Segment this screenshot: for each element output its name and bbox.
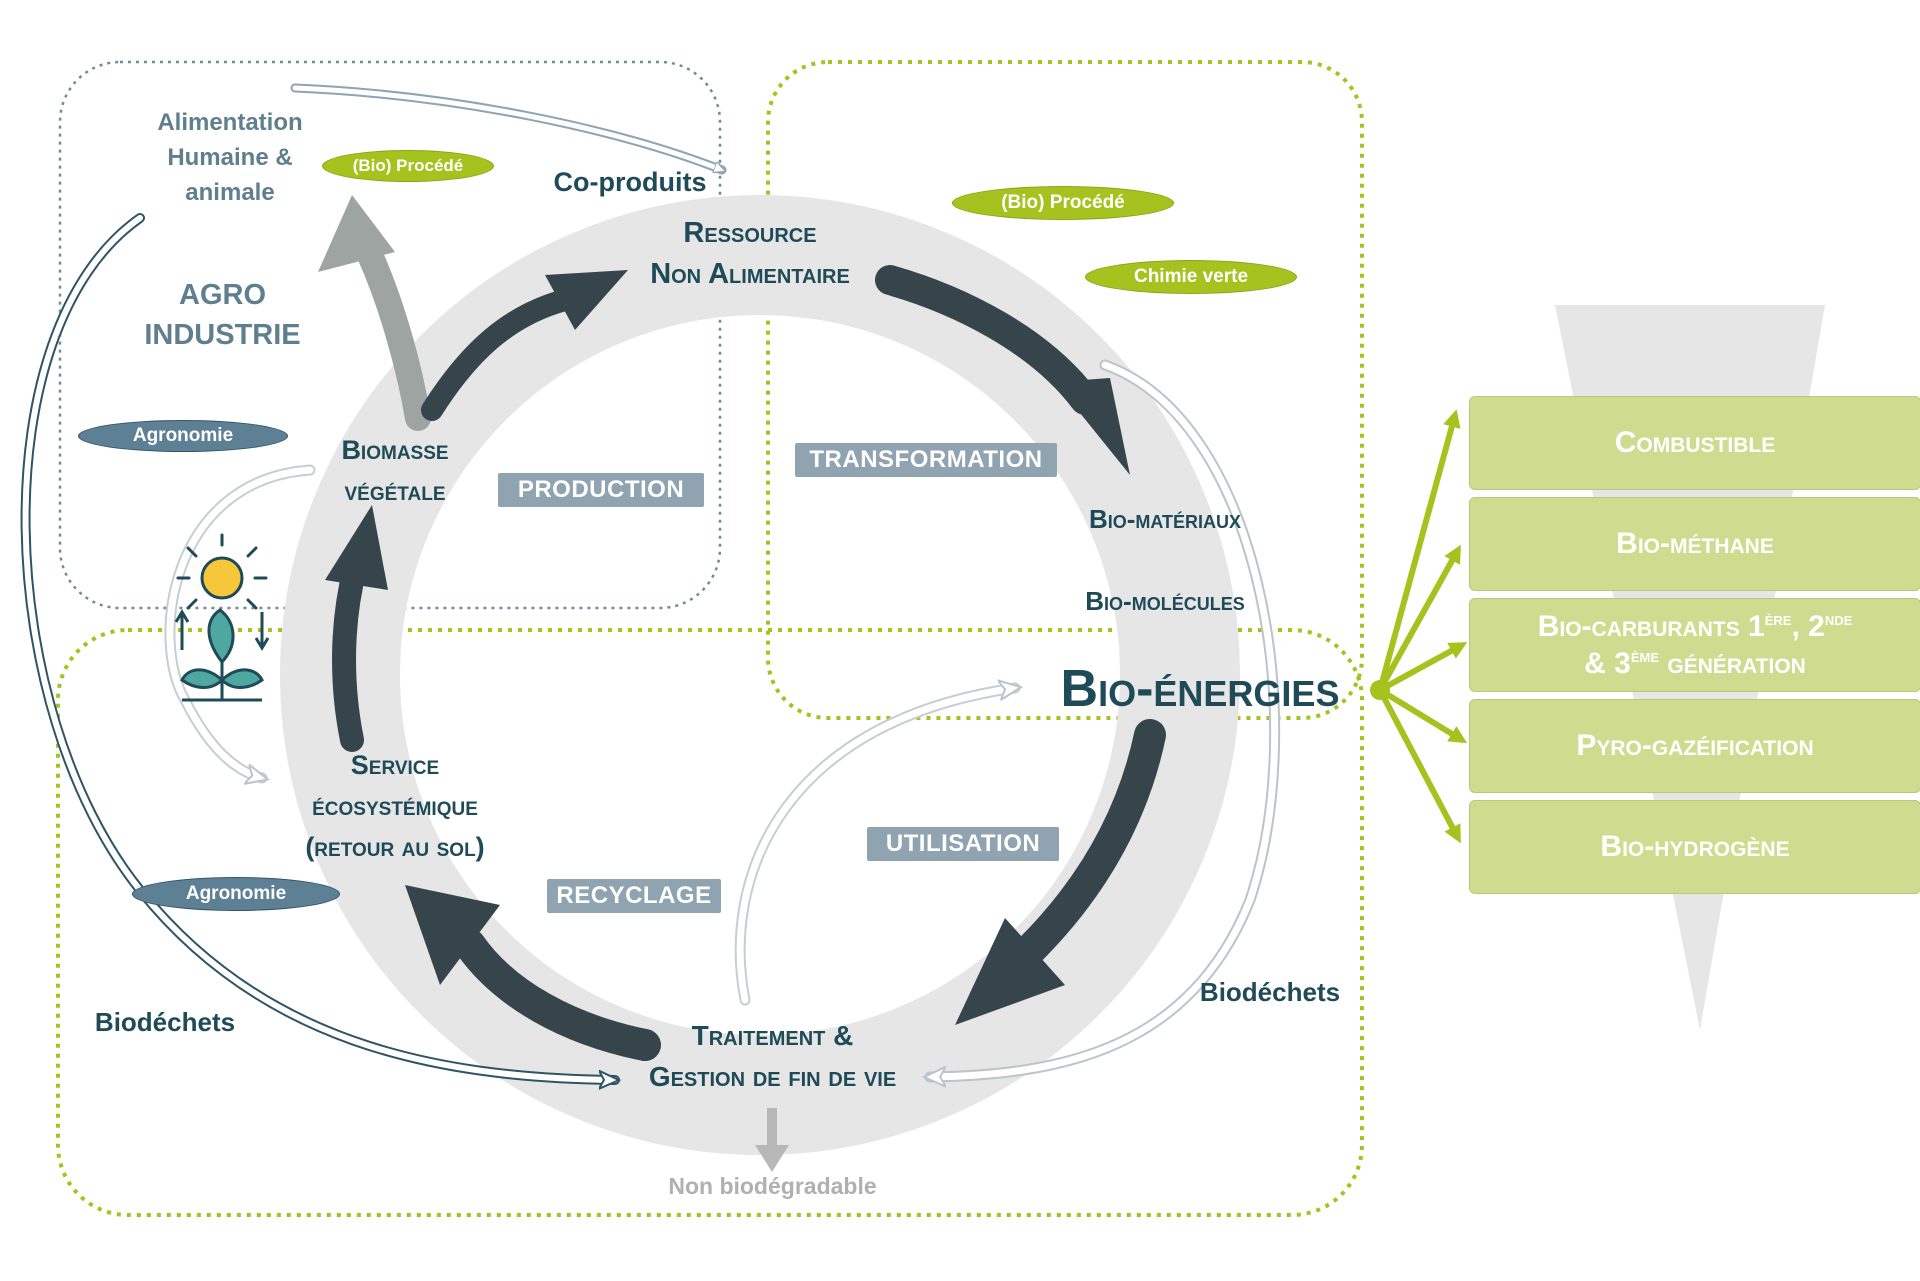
arrow-ressource-to-materiaux [875,265,1100,415]
biodechets-right-label: Biodéchets [1199,977,1341,1007]
biocarburants-mid: , 2 [1791,609,1825,643]
agronomie-pill-2: Agronomie [132,877,340,911]
arrow-traitement-to-service [454,929,661,1061]
chimie-verte-pill: Chimie verte [1085,260,1297,294]
bio-procede-pill-2: (Bio) Procédé [952,186,1174,220]
biocarburants-sup-2: nde [1824,608,1853,629]
biocarburants-sup-3: ème [1630,646,1660,666]
stage-utilisation: UTILISATION [867,827,1059,861]
biocarburants-line2a: & 3 [1584,647,1631,680]
biomasse-label: Biomasse végétale [341,435,449,506]
bio-procede-pill-1: (Bio) Procédé [322,150,494,182]
biodechets-left-label: Biodéchets [94,1007,236,1037]
output-bio-methane: Bio-méthane [1469,497,1920,591]
traitement-label: Traitement & Gestion de fin de vie [648,1020,897,1092]
output-pyro-gazeification: Pyro-gazéification [1469,699,1920,793]
sun-icon [176,533,268,610]
stage-transformation: TRANSFORMATION [795,443,1057,477]
agronomie-pill-1: Agronomie [78,420,288,452]
biocarburants-sup-1: ère [1764,608,1792,629]
co-produits-label: Co-produits [553,167,707,197]
bio-molecules-label: Bio-molécules [1085,586,1245,616]
biocarburants-line2b: génération [1659,647,1806,680]
alimentation-label: Alimentation Humaine & animale [157,109,303,206]
non-biodegradable-label: Non biodégradable [668,1173,877,1199]
bio-materiaux-label: Bio-matériaux [1088,504,1242,534]
stage-production: PRODUCTION [498,473,704,507]
bio-energies-label: Bio-énergies [1060,660,1340,718]
agro-industrie-label: AGRO INDUSTRIE [144,279,301,351]
output-bio-hydrogene: Bio-hydrogène [1469,800,1920,894]
ressource-label: Ressource Non Alimentaire [650,217,850,290]
plant-icon [174,608,270,702]
arrow-service-to-biomasse [332,556,367,752]
stage-recyclage: RECYCLAGE [547,879,721,913]
arrow-biomasse-to-ressource [421,289,576,421]
biocarburants-text: Bio-carburants 1 [1537,609,1765,643]
output-biocarburants: Bio-carburants 1ère, 2nde & 3ème générat… [1469,598,1920,692]
service-label: Service écosystémique (retour au sol) [305,750,485,862]
utilisation-region [56,628,1364,1217]
output-combustible: Combustible [1469,396,1920,490]
arrow-energies-to-traitement [1014,719,1166,966]
to-alimentation-arrow [357,242,431,431]
